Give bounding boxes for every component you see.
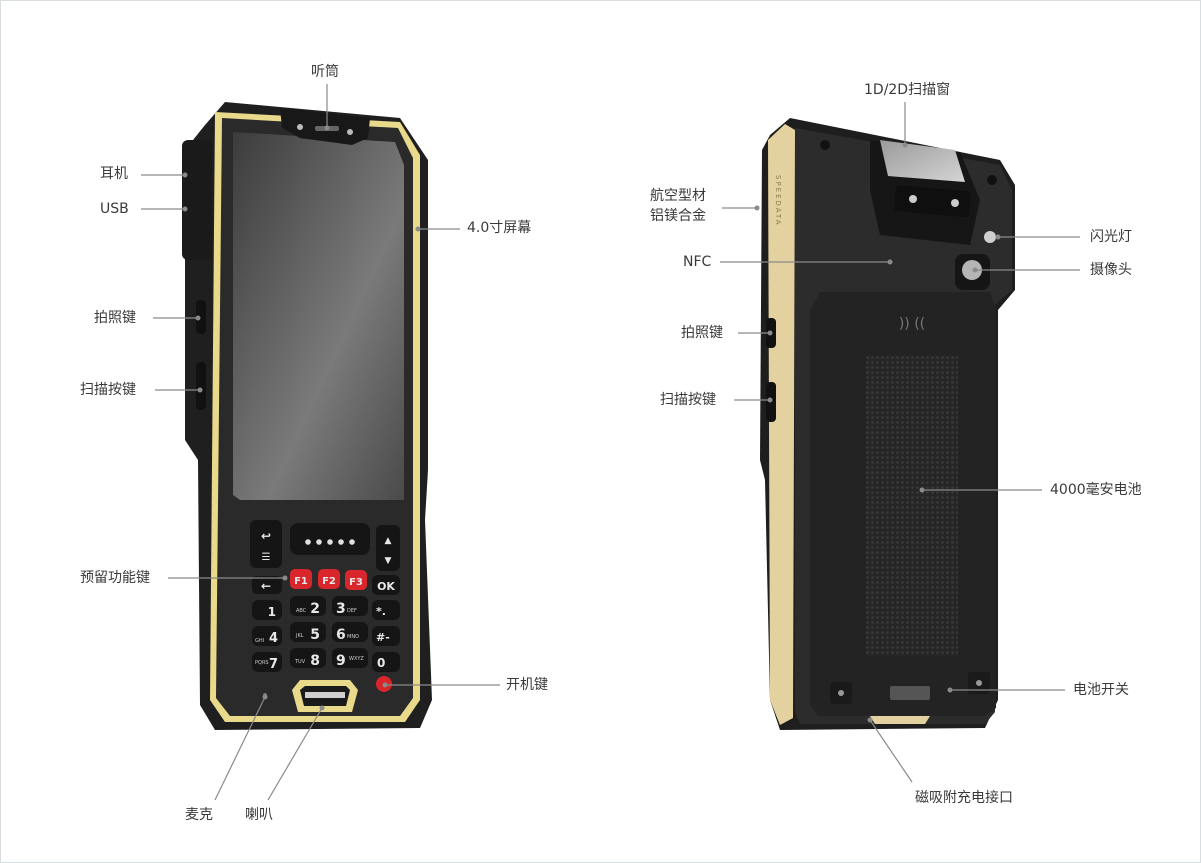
svg-text:4: 4: [269, 631, 278, 646]
svg-text:3: 3: [336, 601, 346, 617]
svg-text:MNO: MNO: [347, 634, 359, 640]
label-usb: USB: [100, 201, 129, 217]
svg-text:9: 9: [336, 653, 346, 669]
svg-text:GHI: GHI: [255, 638, 264, 644]
label-material-line1: 航空型材: [650, 188, 706, 204]
label-power-key: 开机键: [506, 677, 548, 693]
label-battery: 4000毫安电池: [1050, 482, 1142, 498]
label-function-keys: 预留功能键: [80, 570, 150, 586]
label-material-line2: 铝镁合金: [650, 208, 706, 224]
ok-key[interactable]: [372, 575, 400, 595]
svg-text:8: 8: [310, 653, 320, 669]
camera-lens: [962, 260, 982, 280]
svg-text:PQRS: PQRS: [255, 660, 269, 666]
f1-key-label: F1: [294, 576, 308, 587]
f3-key[interactable]: [345, 570, 367, 590]
label-scan-key: 扫描按键: [80, 382, 136, 398]
svg-text:WXYZ: WXYZ: [349, 656, 364, 662]
ok-key-label: OK: [377, 580, 395, 593]
label-earpiece: 听筒: [311, 64, 339, 80]
f2-key[interactable]: [318, 569, 340, 589]
svg-text:☰: ☰: [262, 552, 271, 563]
label-back-scan-key: 扫描按键: [660, 392, 716, 408]
label-headphone: 耳机: [100, 166, 128, 182]
svg-text:↩: ↩: [261, 529, 271, 543]
svg-text:0: 0: [377, 656, 385, 670]
f1-key[interactable]: [290, 569, 312, 589]
label-magnetic-charging: 磁吸附充电接口: [915, 790, 1013, 806]
brand-engraving: SPEEDATA: [774, 175, 782, 227]
svg-text:JKL: JKL: [295, 633, 304, 639]
flash: [984, 231, 996, 243]
svg-text:7: 7: [269, 657, 278, 672]
svg-text:1: 1: [268, 605, 276, 619]
svg-text:TUV: TUV: [294, 659, 306, 665]
label-camera-key: 拍照键: [94, 310, 136, 326]
battery-switch[interactable]: [890, 686, 930, 700]
leader-lines: [141, 84, 1080, 801]
label-back-camera-key: 拍照键: [681, 325, 723, 341]
svg-text:6: 6: [336, 627, 346, 643]
svg-text:5: 5: [310, 627, 320, 643]
label-flash: 闪光灯: [1090, 229, 1132, 245]
battery-texture: [866, 356, 958, 656]
nfc-icon: )) ((: [899, 316, 925, 332]
back-device: SPEEDATA )) ((: [760, 118, 1015, 730]
svg-text:▼: ▼: [385, 556, 392, 566]
svg-text:DEF: DEF: [347, 608, 357, 614]
scan-window: [880, 140, 965, 182]
svg-text:2: 2: [310, 601, 320, 617]
svg-text:ABC: ABC: [296, 608, 307, 614]
label-scan-window: 1D/2D扫描窗: [864, 82, 951, 98]
svg-text:←: ←: [261, 579, 271, 593]
label-microphone: 麦克: [185, 807, 213, 823]
label-battery-switch: 电池开关: [1073, 682, 1129, 698]
label-screen: 4.0寸屏幕: [467, 220, 532, 236]
label-camera: 摄像头: [1090, 262, 1132, 278]
screen: [233, 132, 404, 500]
f3-key-label: F3: [349, 577, 363, 588]
svg-text:▲: ▲: [385, 536, 392, 546]
label-nfc: NFC: [683, 254, 712, 270]
f2-key-label: F2: [322, 576, 336, 587]
svg-text:*.: *.: [376, 605, 386, 618]
svg-text:#-: #-: [376, 631, 390, 644]
label-speaker: 喇叭: [245, 807, 273, 823]
